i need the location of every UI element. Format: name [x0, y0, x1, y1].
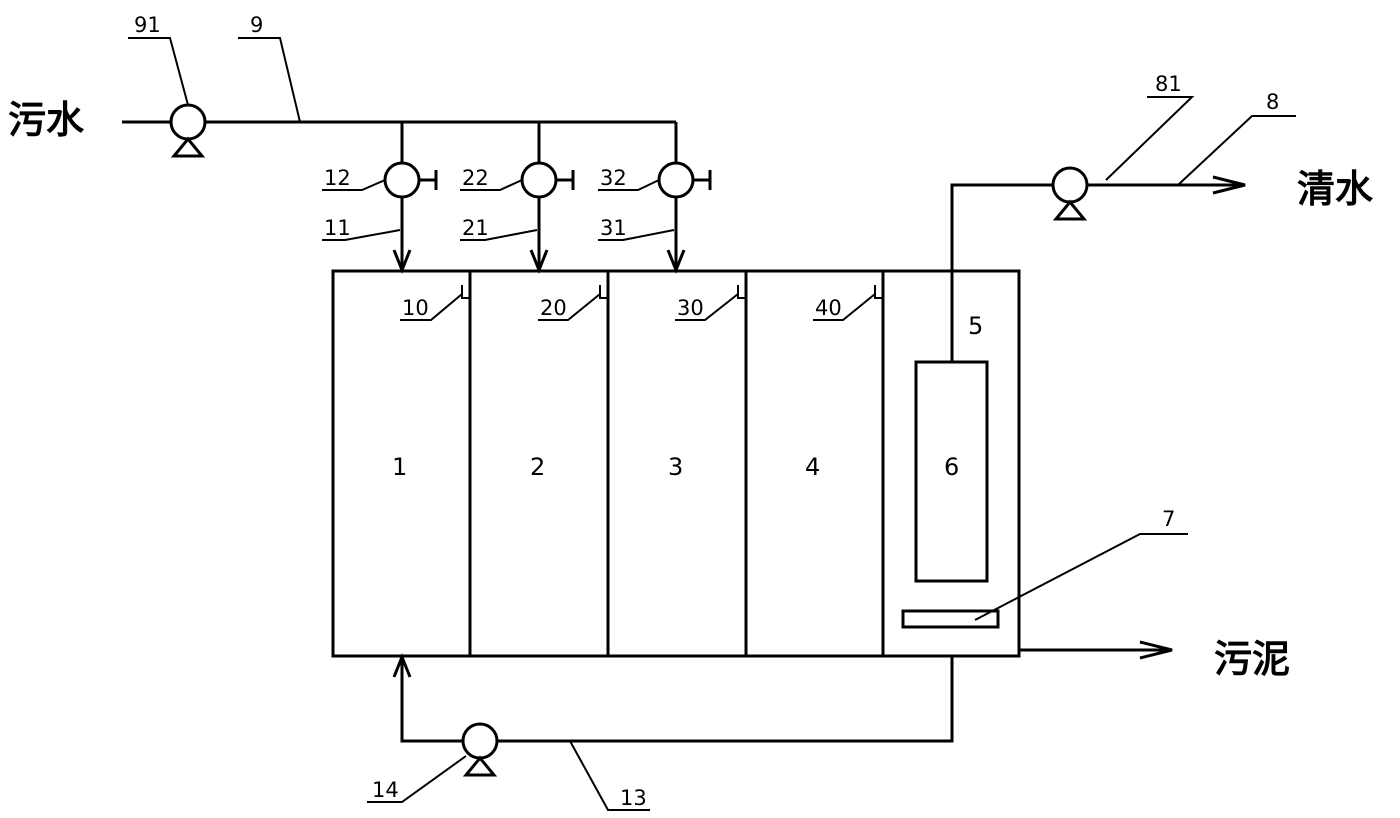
- weir-30: [737, 285, 746, 299]
- return-pump-14: [461, 722, 499, 777]
- ref-13: 13: [620, 786, 647, 810]
- weir-40: [874, 285, 883, 299]
- valve-22: [520, 161, 558, 199]
- sludge-label: 污泥: [1214, 637, 1290, 681]
- clean-water-label: 清水: [1297, 167, 1374, 211]
- branch-1: [383, 122, 438, 275]
- ref-21: 21: [462, 216, 489, 240]
- inlet-label: 污水: [8, 98, 85, 142]
- ref-12: 12: [324, 166, 351, 190]
- branch-2: [520, 122, 575, 275]
- valve-12: [383, 161, 421, 199]
- ref-22: 22: [462, 166, 489, 190]
- weir-20: [599, 285, 608, 299]
- ref-9: 9: [250, 13, 263, 37]
- ref-11: 11: [324, 216, 351, 240]
- ref-5: 5: [968, 312, 983, 340]
- inlet-pump-91: [169, 103, 207, 158]
- aerator: [901, 609, 1000, 629]
- ref-10: 10: [402, 296, 429, 320]
- valve-32: [657, 161, 695, 199]
- chamber-2-label: 2: [530, 453, 545, 481]
- permeate-pipe: [950, 183, 1052, 362]
- ref-81: 81: [1155, 72, 1182, 96]
- ref-40: 40: [815, 296, 842, 320]
- chamber-1-label: 1: [392, 453, 407, 481]
- ref-7: 7: [1162, 507, 1175, 531]
- membrane-label: 6: [944, 453, 959, 481]
- ref-31: 31: [600, 216, 627, 240]
- chamber-4-label: 4: [805, 453, 820, 481]
- leader-lines: [128, 37, 1296, 811]
- branch-3: [657, 122, 712, 275]
- return-pipe: [497, 656, 954, 743]
- ref-20: 20: [540, 296, 567, 320]
- ref-30: 30: [677, 296, 704, 320]
- ref-14: 14: [372, 778, 399, 802]
- outlet-pump-81: [1051, 166, 1089, 221]
- chamber-3-label: 3: [668, 453, 683, 481]
- reactor-tank: [331, 269, 1021, 658]
- ref-32: 32: [600, 166, 627, 190]
- weir-10: [461, 285, 470, 299]
- ref-8: 8: [1266, 90, 1279, 114]
- ref-91: 91: [134, 13, 161, 37]
